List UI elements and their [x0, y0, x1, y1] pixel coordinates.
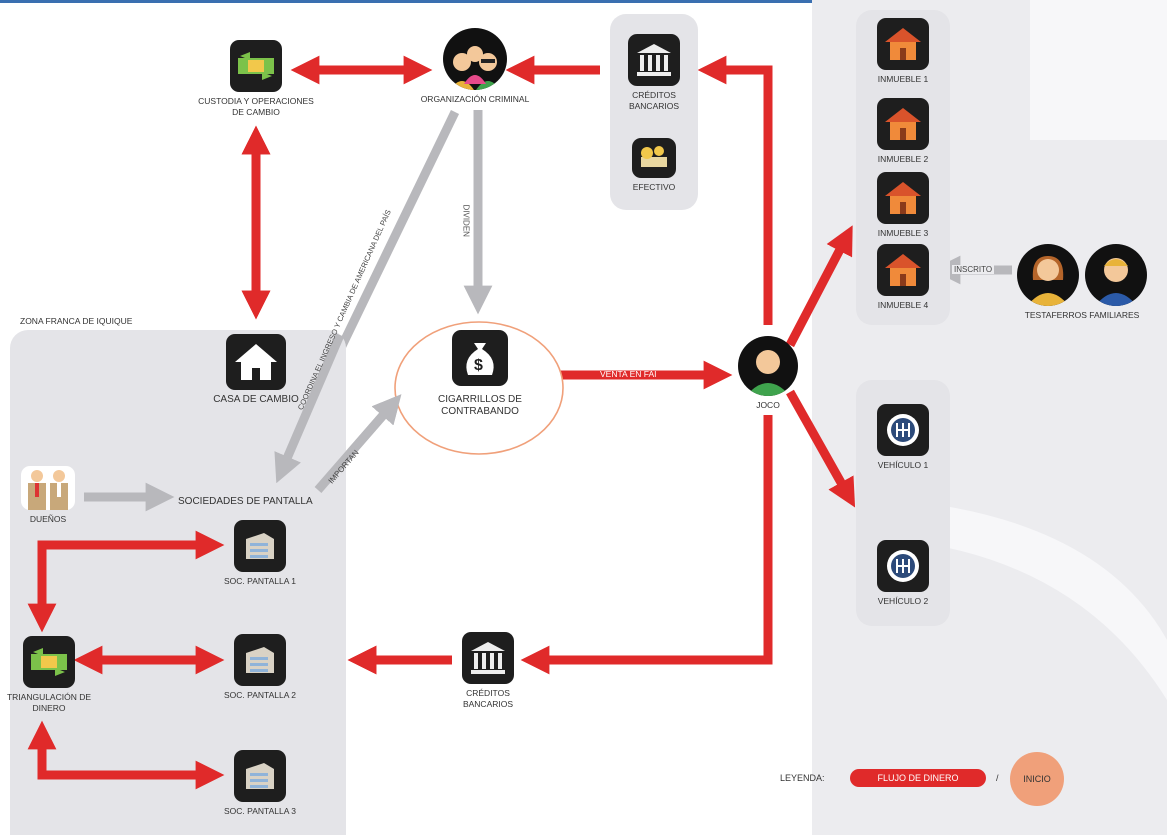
node-inmueble4: INMUEBLE 4: [863, 244, 943, 311]
arrow-joco-creditos: [697, 55, 773, 325]
node-soc2: SOC. PANTALLA 2: [210, 634, 310, 701]
node-sociedades: SOCIEDADES DE PANTALLA: [178, 496, 313, 507]
node-custodia: CUSTODIA Y OPERACIONES DE CAMBIO: [186, 40, 326, 118]
node-joco: JOCO: [728, 336, 808, 411]
zone-title: ZONA FRANCA DE IQUIQUE: [20, 316, 133, 326]
node-duenos: DUEÑOS: [18, 466, 78, 525]
node-inmueble3: INMUEBLE 3: [863, 172, 943, 239]
node-casa-cambio: CASA DE CAMBIO: [196, 334, 316, 406]
node-cigarrillos: $ CIGARRILLOS DE CONTRABANDO: [410, 330, 550, 418]
building-icon: [234, 750, 286, 802]
money-exchange-icon: [23, 636, 75, 688]
person-icon: [738, 336, 798, 396]
legend-separator: /: [996, 773, 999, 783]
node-soc1: SOC. PANTALLA 1: [210, 520, 310, 587]
businessmen-icon: [21, 466, 75, 510]
edge-label-venta: VENTA EN FAI: [600, 369, 657, 379]
house-icon: [877, 172, 929, 224]
group-people-icon: [443, 28, 507, 90]
node-organizacion: ORGANIZACIÓN CRIMINAL: [405, 28, 545, 105]
gearshift-icon: [877, 404, 929, 456]
edge-label-inscrito: INSCRITO: [952, 265, 995, 274]
legend-start: INICIO: [1010, 752, 1064, 806]
node-vehiculo2: VEHÍCULO 2: [863, 540, 943, 607]
arrow-joco-creditos-bottom: [520, 415, 773, 675]
money-bag-icon: $: [452, 330, 508, 386]
gearshift-icon: [877, 540, 929, 592]
house-icon: [226, 334, 286, 390]
legend-title: LEYENDA:: [780, 773, 825, 783]
node-vehiculo1: VEHÍCULO 1: [863, 404, 943, 471]
cash-icon: [632, 138, 676, 178]
node-triangulacion: TRIANGULACIÓN DE DINERO: [4, 636, 94, 714]
svg-text:$: $: [474, 357, 483, 374]
two-people-icon: [1017, 244, 1147, 306]
node-soc3: SOC. PANTALLA 3: [210, 750, 310, 817]
top-border: [0, 0, 1167, 3]
node-creditos-bottom: CRÉDITOS BANCARIOS: [448, 632, 528, 710]
building-icon: [234, 520, 286, 572]
node-efectivo: EFECTIVO: [614, 138, 694, 193]
house-icon: [877, 244, 929, 296]
node-creditos-top: CRÉDITOS BANCARIOS: [614, 34, 694, 112]
money-exchange-icon: [230, 40, 282, 92]
house-icon: [877, 18, 929, 70]
arrow-joco-vehiculos: [786, 389, 856, 508]
bank-icon: [628, 34, 680, 86]
arrow-joco-inmuebles: [786, 225, 853, 348]
node-inmueble1: INMUEBLE 1: [863, 18, 943, 85]
start-ellipse: [394, 321, 564, 455]
edge-label-dividen: DIVIDEN: [461, 204, 471, 237]
bank-icon: [462, 632, 514, 684]
node-testaferros: TESTAFERROS FAMILIARES: [1012, 244, 1152, 321]
legend-money-flow: FLUJO DE DINERO: [850, 769, 986, 787]
house-icon: [877, 98, 929, 150]
node-inmueble2: INMUEBLE 2: [863, 98, 943, 165]
building-icon: [234, 634, 286, 686]
